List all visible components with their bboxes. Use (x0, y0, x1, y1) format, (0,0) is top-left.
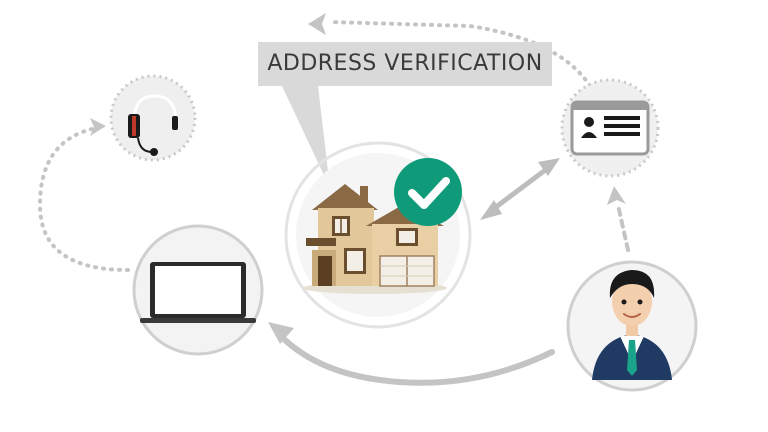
laptop-node (132, 224, 264, 356)
laptop-icon (140, 262, 256, 323)
headset-node (109, 74, 197, 162)
address-verification-label: ADDRESS VERIFICATION (258, 42, 552, 86)
house-icon (303, 184, 447, 294)
id-card-node (560, 78, 660, 178)
curved-arrow-bottom (268, 322, 555, 386)
dashed-arrow-right (607, 186, 630, 252)
person-node (566, 260, 698, 392)
callout-pointer (282, 86, 330, 188)
house-node (284, 141, 472, 329)
businessman-avatar-icon (592, 270, 672, 380)
id-card-icon (570, 100, 650, 156)
double-arrow (480, 158, 560, 220)
checkmark-icon (394, 158, 462, 226)
dotted-arrow-left (37, 118, 130, 272)
headset-icon (128, 94, 178, 156)
